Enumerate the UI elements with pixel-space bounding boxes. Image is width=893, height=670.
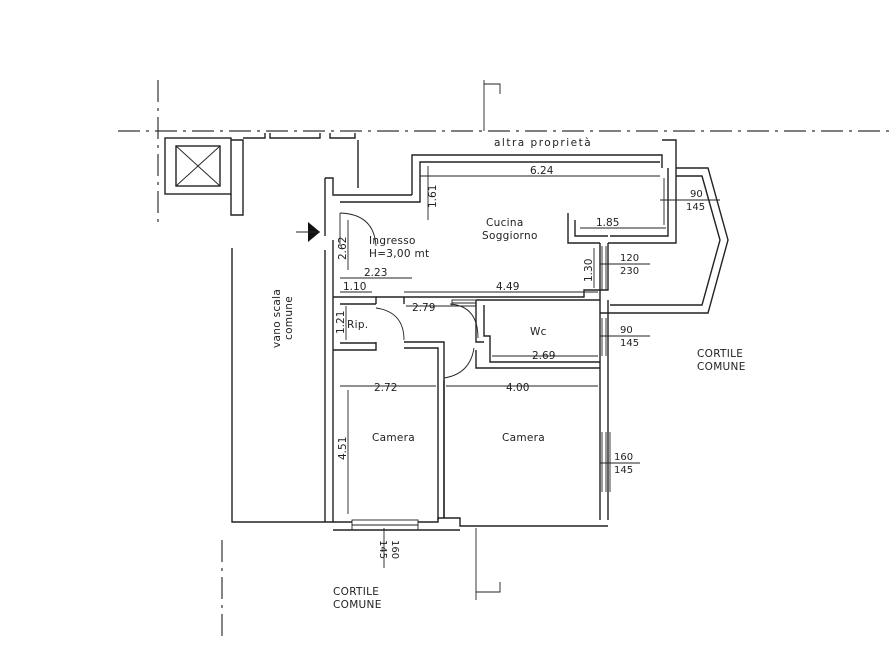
entrance-arrow-icon (296, 222, 320, 242)
stair-walls (231, 133, 359, 523)
cortile-bottom-label: CORTILE (333, 586, 379, 598)
dimension-1-30: 1.30 (583, 259, 595, 282)
doors (339, 212, 479, 379)
bay-window (600, 167, 729, 314)
room-label-soggiorno: Soggiorno (482, 230, 538, 242)
section-marker-bottom (475, 528, 501, 600)
room-label-rip: Rip. (347, 319, 368, 331)
window-1-width: 90 (690, 189, 703, 200)
interior-walls (333, 296, 600, 520)
window-2-width: 120 (620, 253, 639, 264)
room-label-camera-left: Camera (372, 432, 415, 444)
dimension-4-00: 4.00 (506, 382, 529, 394)
comune-bottom-label: COMUNE (333, 599, 382, 611)
dimension-1-10: 1.10 (343, 281, 366, 293)
dimension-4-51: 4.51 (337, 437, 349, 460)
comune-right-label: COMUNE (697, 361, 746, 373)
dimension-1-85: 1.85 (596, 217, 619, 229)
dimension-2-23: 2.23 (364, 267, 387, 279)
room-label-camera-right: Camera (502, 432, 545, 444)
dimension-1-61: 1.61 (427, 185, 439, 208)
window-4-width: 160 (614, 452, 633, 463)
dimension-1-21: 1.21 (335, 311, 347, 334)
window-5-height: 145 (377, 540, 388, 559)
vano-scala-label: vano scala (271, 289, 283, 348)
window-1-height: 145 (686, 202, 705, 213)
vano-scala-comune-label: comune (283, 296, 295, 340)
dimension-2-69: 2.69 (532, 350, 555, 362)
altra-proprieta-label: altra proprietà (494, 137, 592, 149)
room-label-cucina: Cucina (486, 217, 524, 229)
window-4-height: 145 (614, 465, 633, 476)
window-2-height: 230 (620, 266, 639, 277)
section-marker-top (483, 80, 501, 131)
dimension-2-62: 2.62 (337, 237, 349, 260)
cortile-right-label: CORTILE (697, 348, 743, 360)
window-3-width: 90 (620, 325, 633, 336)
dimension-2-79: 2.79 (412, 302, 435, 314)
elevator-shaft (164, 137, 244, 216)
room-label-ingresso: Ingresso (369, 235, 416, 247)
dimension-6-24: 6.24 (530, 165, 554, 177)
window-5-width: 160 (389, 540, 400, 559)
window-3-height: 145 (620, 338, 639, 349)
dimension-lines (340, 166, 720, 568)
dimension-4-49: 4.49 (496, 281, 519, 293)
outer-walls (324, 139, 677, 531)
dimension-2-72: 2.72 (374, 382, 397, 394)
window-marks (601, 178, 669, 492)
height-label: H=3,00 mt (369, 248, 429, 260)
room-label-wc: Wc (530, 326, 547, 338)
